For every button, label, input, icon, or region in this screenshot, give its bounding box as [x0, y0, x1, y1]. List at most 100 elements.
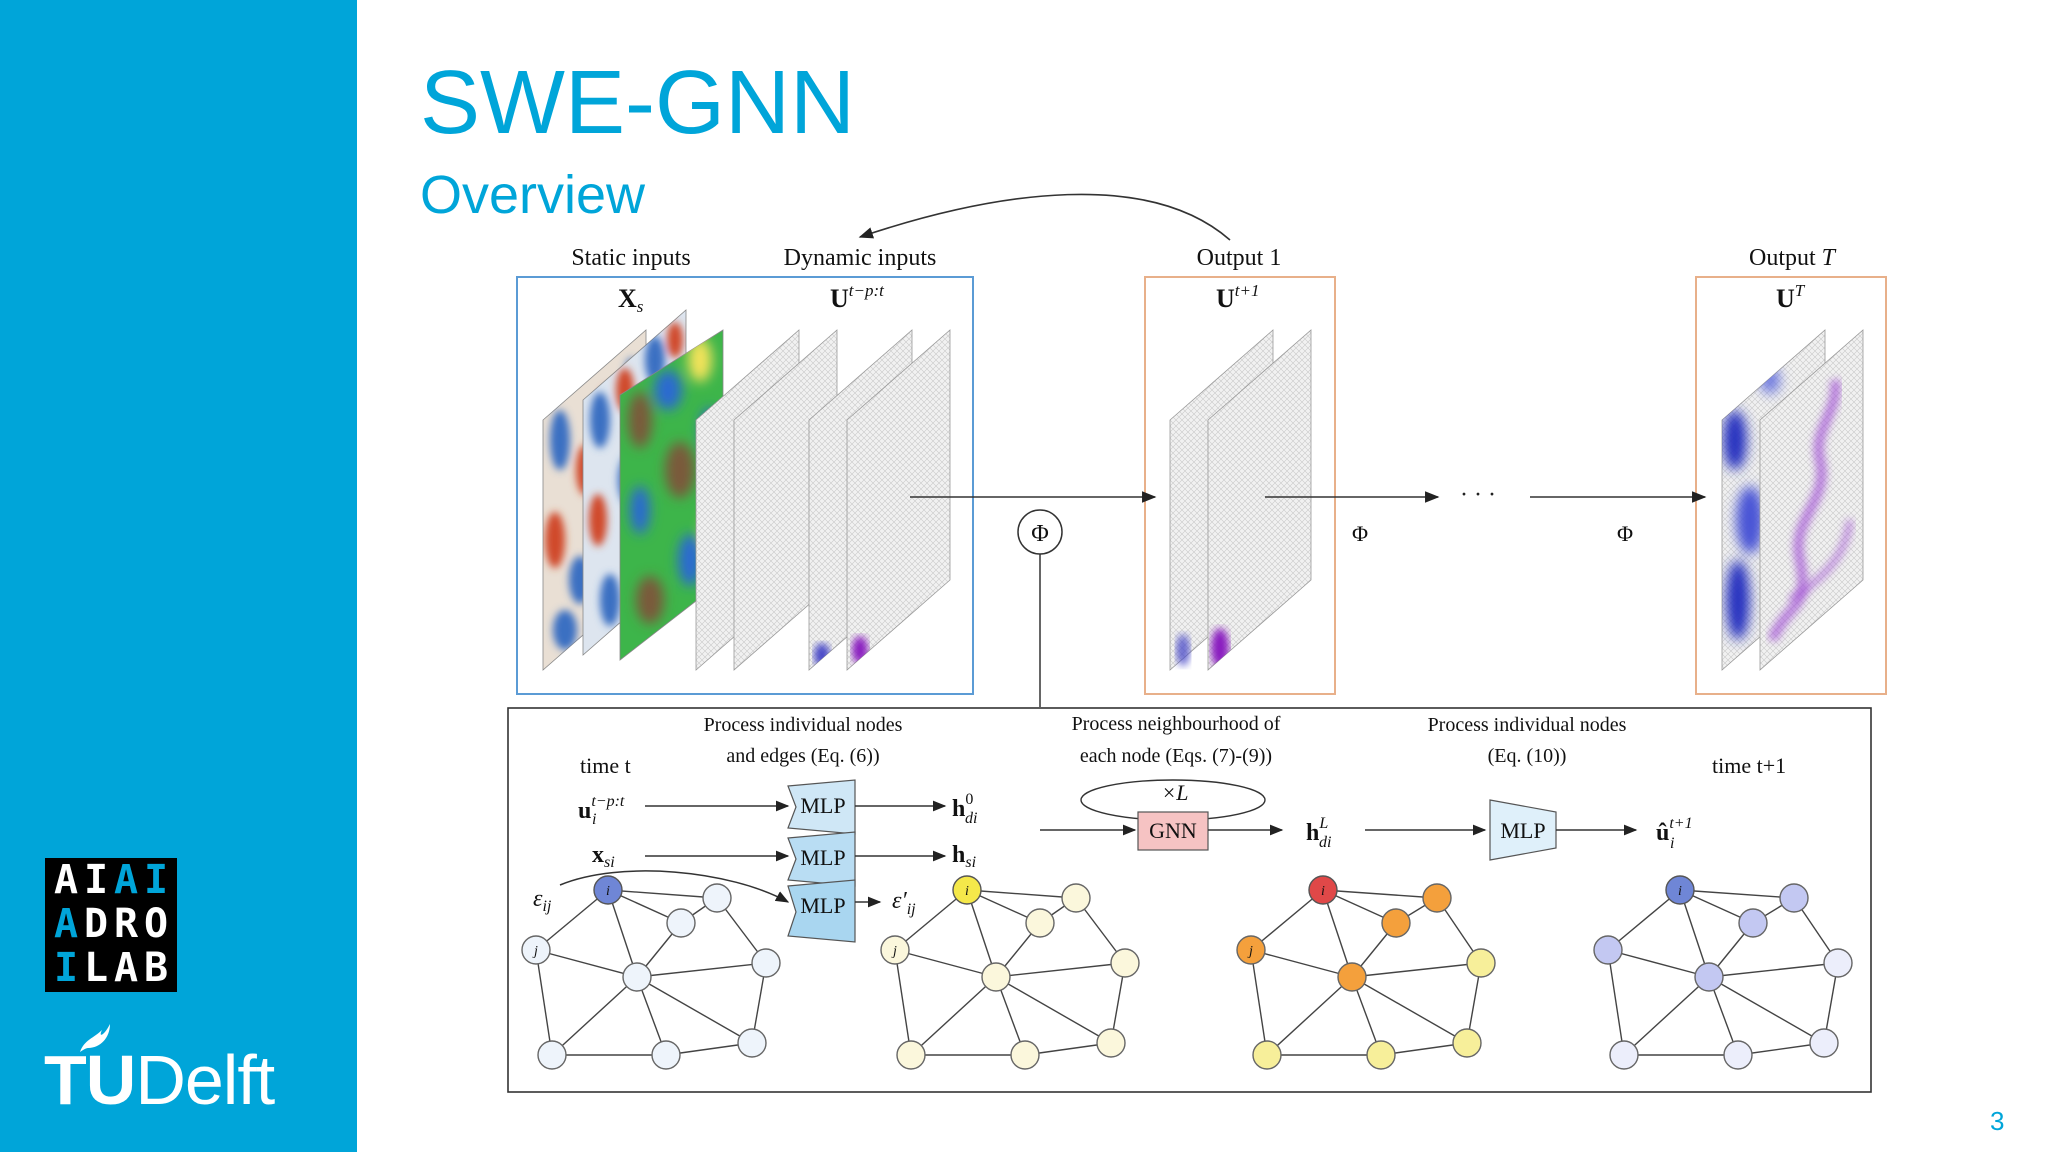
hL-main: h — [1306, 820, 1319, 846]
proc2-line1: Process neighbourhood of — [1072, 713, 1281, 735]
u-outT-main: U — [1776, 284, 1795, 313]
phi-mid: Φ — [1352, 521, 1368, 546]
mlp-decoder-label: MLP — [1500, 818, 1545, 843]
phi-main: Φ — [1031, 521, 1049, 547]
proc1-line2: and edges (Eq. (6)) — [726, 745, 879, 767]
phi-last: Φ — [1617, 521, 1633, 546]
uhat-symbol: ût+1 — [1656, 815, 1693, 846]
outputT-label-var: T — [1822, 245, 1837, 271]
eps-prime-symbol: ε′ij — [892, 888, 916, 918]
graph4-node-i: i — [1678, 884, 1682, 899]
hL-symbol: hL — [1306, 815, 1328, 846]
outputT-sheet-2 — [1759, 329, 1864, 671]
u-out1-main: U — [1216, 284, 1235, 313]
u-i-sup: t−p:t — [591, 793, 625, 810]
output1-box — [1144, 276, 1336, 695]
u-input-main: U — [830, 284, 849, 313]
x-si-symbol: xsi — [592, 842, 615, 871]
hL-sup: L — [1318, 815, 1328, 832]
input-box — [516, 276, 974, 695]
h0-sup: 0 — [965, 791, 973, 808]
mlp-edge-label: MLP — [800, 893, 845, 918]
xs-label-main: X — [618, 284, 637, 313]
flame-icon — [80, 1024, 110, 1052]
u-i-main: u — [578, 798, 591, 824]
mlp-edge: MLP — [787, 879, 856, 943]
hsi-sub: si — [965, 854, 976, 871]
uhat-main: û — [1656, 820, 1669, 846]
x-si-sub: si — [604, 854, 615, 871]
page-number: 3 — [1990, 1106, 2005, 1136]
process-box — [507, 707, 1872, 1093]
mlp-node-label: MLP — [800, 793, 845, 818]
aiai-logo-letter: O — [143, 901, 169, 947]
graph-4: i — [1593, 875, 1853, 1070]
gnn-block — [1137, 811, 1209, 851]
ellipsis: · · · — [1460, 482, 1496, 508]
edge-to-mlp-arrow — [559, 870, 790, 903]
proc3-line1: Process individual nodes — [1428, 714, 1627, 736]
graph1-node-j: j — [532, 944, 538, 959]
h0-symbol: h0 — [952, 791, 973, 822]
output1-flood-blue — [1176, 634, 1190, 666]
mlp-decoder: MLP — [1489, 799, 1557, 861]
aiai-logo-letter: D — [83, 901, 109, 947]
uhat-sub: i — [1670, 835, 1674, 852]
eps-prime-sub: ij — [907, 901, 916, 918]
xs-label: Xs — [618, 284, 644, 316]
uhat-sup: t+1 — [1669, 815, 1692, 832]
aiai-logo-letter: A — [53, 857, 79, 903]
proc3-line2: (Eq. (10)) — [1488, 745, 1567, 767]
aiai-logo-letter: A — [113, 857, 139, 903]
gnn-label: GNN — [1149, 818, 1197, 843]
times-l: ×L — [1161, 780, 1188, 805]
graph-3: i j — [1236, 875, 1496, 1070]
u-out1-label: Ut+1 — [1216, 281, 1259, 313]
aiai-logo-letter: R — [113, 901, 139, 947]
u-i-symbol: ut−p:t — [578, 793, 625, 824]
eps-ij-symbol: εij — [533, 886, 552, 915]
graph3-node-j: j — [1247, 944, 1253, 959]
dynamic-sheet-4 — [846, 329, 951, 671]
graph2-node-i: i — [965, 884, 969, 899]
graph3-node-i: i — [1321, 884, 1325, 899]
u-i-sub: i — [592, 811, 596, 828]
h0-main: h — [952, 796, 965, 822]
time-t: time t — [580, 753, 631, 778]
tudelft-delft: Delft — [135, 1041, 275, 1119]
u-input-sup: t−p:t — [849, 281, 885, 300]
static-inputs-label: Static inputs — [571, 245, 690, 271]
eps-ij-main: ε — [533, 886, 543, 912]
graph2-node-j: j — [891, 944, 897, 959]
feedback-arrow — [858, 193, 1231, 241]
tudelft-tu: TU — [44, 1041, 136, 1119]
eps-prime-main: ε′ — [892, 888, 907, 914]
dynamic-inputs-label: Dynamic inputs — [784, 245, 937, 271]
time-t1: time t+1 — [1712, 753, 1786, 778]
u-outT-sup: T — [1795, 281, 1806, 300]
u-outT-label: UT — [1776, 281, 1806, 313]
proc1-line1: Process individual nodes — [704, 714, 903, 736]
outputT-label: Output T — [1749, 245, 1837, 271]
aiai-logo-letter: I — [53, 945, 79, 991]
output1-label: Output 1 — [1197, 245, 1282, 271]
slide-title: SWE-GNN — [420, 53, 855, 153]
eps-ij-sub: ij — [542, 898, 551, 915]
x-si-main: x — [592, 842, 604, 868]
mlp-node: MLP — [787, 779, 856, 835]
xs-label-sub: s — [637, 297, 644, 316]
aiai-logo-letter: L — [83, 945, 109, 991]
aiai-logo-letter: A — [113, 945, 139, 991]
mlp-static: MLP — [787, 831, 856, 887]
u-input-label: Ut−p:t — [830, 281, 885, 313]
aiai-logo-letter: B — [143, 945, 169, 991]
mlp-static-label: MLP — [800, 845, 845, 870]
aiai-logo-letter: A — [53, 901, 79, 947]
tudelft-logo: TUDelft — [44, 1018, 304, 1119]
